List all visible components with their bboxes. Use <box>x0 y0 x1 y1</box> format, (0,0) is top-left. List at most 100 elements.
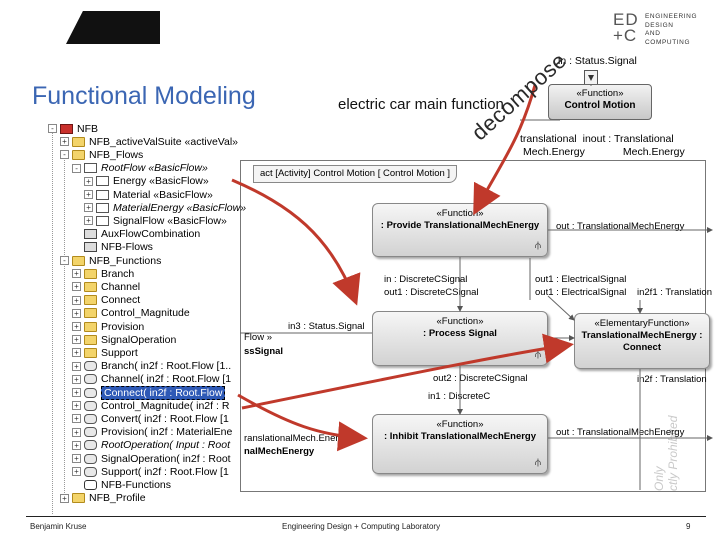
control-motion-name: Control Motion <box>564 100 636 111</box>
folder-icon <box>84 295 97 306</box>
tree-item[interactable]: - NFB_Functions <box>60 254 161 267</box>
expand-icon[interactable]: + <box>60 493 69 503</box>
flow-icon <box>96 202 109 213</box>
expand-icon[interactable]: + <box>60 137 69 147</box>
expand-icon[interactable]: + <box>84 216 93 226</box>
folder-icon <box>72 149 85 160</box>
tree-item-label: RootFlow «BasicFlow» <box>101 162 208 175</box>
tree-item-label: NFB <box>77 122 98 135</box>
pin-label: in1 : DiscreteC <box>428 391 491 402</box>
tree-item[interactable]: +NFB_activeValSuite «activeVal» <box>60 135 238 148</box>
expand-icon[interactable]: + <box>72 401 81 411</box>
expand-icon[interactable]: + <box>72 454 81 463</box>
collapse-icon[interactable]: - <box>60 150 69 160</box>
inhibit-energy-block[interactable]: «Function» : Inhibit TranslationalMechEn… <box>372 414 548 474</box>
tree-item[interactable]: + Provision <box>72 320 144 333</box>
expand-icon[interactable]: + <box>72 361 81 371</box>
tree-item[interactable]: +Energy «BasicFlow» <box>84 175 209 188</box>
tree-item[interactable]: - RootFlow «BasicFlow» <box>72 162 208 175</box>
expand-icon[interactable]: + <box>72 388 81 397</box>
expand-icon[interactable]: + <box>72 322 81 331</box>
pin-label: in3 : Status.Signal <box>288 321 365 332</box>
collapse-icon[interactable]: - <box>48 124 57 133</box>
folder-icon <box>84 281 97 292</box>
tree-item-label: Provision <box>101 320 145 333</box>
tree-item[interactable]: +Control_Magnitude( in2f : R <box>72 399 229 412</box>
folder-icon <box>84 268 97 279</box>
tree-item[interactable]: +SignalOperation( in2f : Root <box>72 452 231 465</box>
footer-rule <box>26 516 706 517</box>
expand-icon[interactable]: + <box>84 176 93 186</box>
expand-icon[interactable]: + <box>72 308 81 318</box>
tree-item[interactable]: + Branch( in2f : Root.Flow [1.. <box>72 360 231 373</box>
pin-label: out1 : DiscreteCSignal <box>384 287 479 298</box>
expand-icon[interactable]: + <box>72 427 81 437</box>
tree-item[interactable]: + Channel( in2f : Root.Flow [1 <box>72 373 231 386</box>
expand-icon[interactable]: + <box>72 467 81 477</box>
expand-icon[interactable]: + <box>72 374 81 384</box>
expand-icon[interactable]: + <box>72 282 81 292</box>
tree-item-label: Connect( in2f : Root.Flow <box>101 385 226 400</box>
block-stereotype: «Function» <box>436 419 484 430</box>
tree-item[interactable]: + Connect( in2f : Root.Flow <box>72 385 226 400</box>
control-motion-block[interactable]: «Function» Control Motion <box>548 84 652 120</box>
diagram-header: act [Activity] Control Motion [ Control … <box>253 165 458 183</box>
tree-item[interactable]: +Channel <box>72 280 140 293</box>
expand-icon[interactable]: + <box>72 335 81 345</box>
pin-label: out1 : ElectricalSignal <box>535 287 627 298</box>
expand-icon[interactable]: + <box>72 440 81 450</box>
folder-icon <box>72 255 85 266</box>
tree-item[interactable]: +Convert( in2f : Root.Flow [1 <box>72 412 229 425</box>
tree-item[interactable]: +SignalFlow «BasicFlow» <box>84 214 227 227</box>
tree-item[interactable]: NFB-Flows <box>72 241 153 254</box>
tree-item[interactable]: -NFB_Flows <box>60 148 143 161</box>
expand-icon[interactable]: + <box>72 295 81 305</box>
tree-item[interactable]: +Connect <box>72 294 140 307</box>
tree-item[interactable]: +Support( in2f : Root.Flow [1 <box>72 465 229 478</box>
combo-icon <box>84 242 97 253</box>
tree-item[interactable]: +NFB_Profile <box>60 492 146 505</box>
expand-icon[interactable]: + <box>72 348 81 358</box>
collapse-icon[interactable]: - <box>60 256 69 265</box>
tree-item[interactable]: +MaterialEnergy «BasicFlow» <box>84 201 246 214</box>
tree-item-label: Support <box>101 346 138 359</box>
tree-item-label: AuxFlowCombination <box>101 228 201 241</box>
collapse-icon[interactable]: - <box>72 163 81 173</box>
tree-item-label: NFB_Functions <box>89 254 162 267</box>
block-stereotype: «ElementaryFunction» <box>594 318 690 329</box>
block-name: : Process Signal <box>423 328 497 339</box>
logo-sub-3: AND <box>645 30 661 37</box>
tree-item[interactable]: AuxFlowCombination <box>72 228 200 241</box>
tree-item-label: Branch( in2f : Root.Flow [1.. <box>101 360 232 373</box>
tree-item[interactable]: NFB-Functions <box>72 478 171 491</box>
tree-item[interactable]: +Provision( in2f : MaterialEne <box>72 426 232 439</box>
expand-icon[interactable]: + <box>84 190 93 199</box>
tree-item-label: Material «BasicFlow» <box>113 188 213 201</box>
process-signal-block[interactable]: «Function» : Process Signal ⫛ <box>372 311 548 366</box>
flow-icon <box>84 163 97 174</box>
tree-item[interactable]: +Branch <box>72 267 134 280</box>
block-stereotype: «Function» <box>436 208 484 219</box>
tree-item[interactable]: +SignalOperation <box>72 333 176 346</box>
containment-tree[interactable]: -NFB+NFB_activeValSuite «activeVal»-NFB_… <box>48 122 248 514</box>
expand-icon[interactable]: + <box>72 269 81 279</box>
provide-energy-block[interactable]: «Function» : Provide TranslationalMechEn… <box>372 203 548 257</box>
folder-icon <box>84 321 97 332</box>
folder-icon <box>84 334 97 345</box>
block-name: : Inhibit TranslationalMechEnergy <box>383 431 537 442</box>
logo-main: ED +C <box>613 11 639 44</box>
fork-icon: ⫛ <box>535 457 541 468</box>
conn-icon <box>84 413 97 424</box>
tree-item[interactable]: +RootOperation( Input : Root <box>72 439 230 452</box>
tree-item[interactable]: - NFB <box>48 122 98 135</box>
tree-item[interactable]: + Support <box>72 346 138 359</box>
tree-item[interactable]: +Control_Magnitude <box>72 307 190 320</box>
expand-icon[interactable]: + <box>84 203 93 213</box>
tree-item[interactable]: + Material «BasicFlow» <box>84 188 213 201</box>
tree-item-label: Channel( in2f : Root.Flow [1 <box>101 373 232 386</box>
logo-sub: ENGINEERING DESIGN AND COMPUTING <box>645 13 697 47</box>
folder-icon <box>72 493 85 504</box>
pin-label: ranslationalMech.Energy <box>244 433 349 444</box>
expand-icon[interactable]: + <box>72 414 81 424</box>
